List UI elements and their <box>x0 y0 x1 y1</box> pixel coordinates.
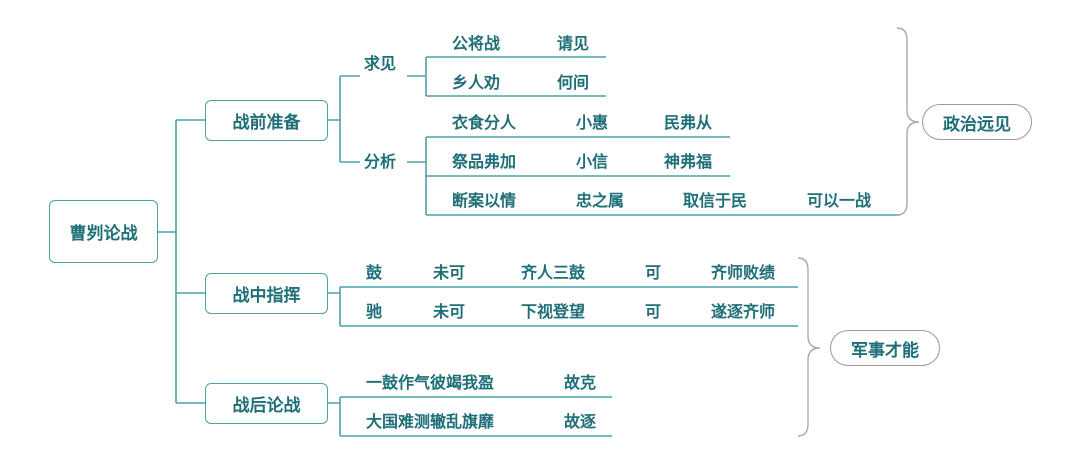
leaf-item[interactable]: 未可 <box>433 263 466 282</box>
leaf-item[interactable]: 忠之属 <box>576 191 625 210</box>
branch-node-prewar[interactable]: 战前准备 <box>205 100 328 141</box>
group2-connector <box>407 137 427 215</box>
summary-braces <box>797 27 920 437</box>
trunk-line <box>158 119 205 404</box>
leaf-item[interactable]: 齐师败绩 <box>711 263 776 282</box>
summary-military-talent[interactable]: 军事才能 <box>830 330 940 366</box>
branch3-connector <box>328 397 341 436</box>
leaf-item[interactable]: 断案以情 <box>452 191 517 210</box>
leaf-item[interactable]: 小惠 <box>576 113 609 132</box>
branch-node-postwar[interactable]: 战后论战 <box>205 383 328 424</box>
group1-connector <box>407 57 427 96</box>
leaf-item[interactable]: 未可 <box>433 302 466 321</box>
root-node[interactable]: 曹刿论战 <box>49 200 158 263</box>
leaf-item[interactable]: 下视登望 <box>521 302 586 321</box>
branch2-connector <box>328 287 341 326</box>
leaf-item[interactable]: 可 <box>645 302 662 321</box>
leaf-item[interactable]: 鼓 <box>366 263 383 282</box>
branch-node-command[interactable]: 战中指挥 <box>205 273 328 314</box>
leaf-item[interactable]: 可 <box>645 263 662 282</box>
branch1-connector <box>328 75 360 163</box>
leaf-item[interactable]: 乡人劝 <box>452 73 501 92</box>
leaf-item[interactable]: 神弗福 <box>664 152 713 171</box>
leaf-item[interactable]: 民弗从 <box>664 113 713 132</box>
leaf-item[interactable]: 遂逐齐师 <box>711 302 776 321</box>
group-label-fenxi[interactable]: 分析 <box>364 152 397 171</box>
leaf-item[interactable]: 一鼓作气彼竭我盈 <box>366 373 495 392</box>
leaf-item[interactable]: 祭品弗加 <box>452 152 517 171</box>
leaf-item[interactable]: 公将战 <box>452 34 501 53</box>
leaf-item[interactable]: 齐人三鼓 <box>521 263 586 282</box>
leaf-item[interactable]: 故逐 <box>564 412 597 431</box>
connector-lines <box>158 56 900 437</box>
leaf-item[interactable]: 何间 <box>557 73 590 92</box>
leaf-item[interactable]: 取信于民 <box>683 191 748 210</box>
brace-political <box>896 27 920 216</box>
leaf-item[interactable]: 故克 <box>564 373 597 392</box>
leaf-item[interactable]: 请见 <box>557 34 590 53</box>
leaf-item[interactable]: 小信 <box>576 152 609 171</box>
leaf-item[interactable]: 衣食分人 <box>452 113 517 132</box>
leaf-item[interactable]: 驰 <box>366 302 383 321</box>
brace-military <box>797 257 821 437</box>
summary-political-vision[interactable]: 政治远见 <box>922 104 1032 140</box>
leaf-item[interactable]: 可以一战 <box>807 191 872 210</box>
group-label-qiujian[interactable]: 求见 <box>364 54 397 73</box>
leaf-item[interactable]: 大国难测辙乱旗靡 <box>366 412 495 431</box>
